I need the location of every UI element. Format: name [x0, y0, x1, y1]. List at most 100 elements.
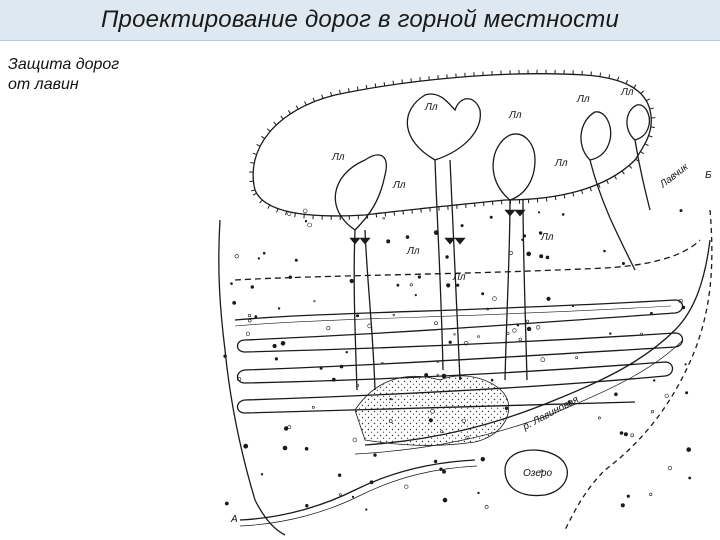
boulder-dot	[257, 257, 261, 260]
boulder-dot	[571, 304, 575, 308]
avalanche-lobe	[626, 104, 651, 141]
avalanche-lobe	[492, 133, 536, 201]
boulder-dot	[367, 323, 372, 329]
valley-boundary	[564, 209, 713, 531]
boulder-dot	[243, 443, 249, 449]
boulder-dot	[280, 340, 286, 346]
boulder-dot	[386, 239, 391, 244]
avalanche-gully	[353, 229, 358, 391]
boulder-dot	[434, 321, 438, 326]
boulder-dot	[351, 495, 355, 499]
ridge-tooth	[589, 187, 592, 192]
boulder-dot	[506, 331, 510, 335]
boulder-dot	[441, 373, 447, 379]
avalanche-lobe	[334, 154, 387, 231]
valley-boundary	[218, 219, 286, 536]
boulder-dot	[282, 445, 288, 451]
ridge-tooth	[365, 84, 368, 89]
boulder-dot	[522, 234, 527, 238]
boulder-dot	[430, 408, 435, 414]
boulder-dot	[274, 357, 278, 361]
ridge-tooth	[294, 212, 296, 218]
boulder-dot	[603, 249, 606, 253]
boulder-dot	[539, 254, 544, 259]
boulder-dot	[381, 361, 384, 365]
ridge-tooth	[250, 189, 256, 192]
ridge-tooth	[625, 79, 629, 84]
boulder-dot	[653, 379, 656, 382]
avalanche-label: Лл	[576, 94, 590, 105]
boulder-dot	[614, 392, 618, 397]
boulder-dot	[440, 430, 444, 434]
boulder-dot	[356, 384, 359, 387]
road-edge	[234, 305, 672, 327]
boulder-dot	[356, 314, 360, 318]
boulder-dot	[392, 313, 396, 317]
boulder-dot	[508, 251, 513, 256]
boulder-dot	[609, 332, 612, 335]
ridge-tooth	[374, 83, 377, 88]
boulder-dot	[536, 325, 541, 330]
boulder-dot	[667, 466, 673, 471]
lake	[504, 449, 568, 497]
boulder-dot	[484, 505, 489, 509]
boulder-dot	[620, 503, 625, 508]
boulder-dot	[382, 217, 385, 220]
boulder-dot	[260, 473, 264, 476]
boulder-dot	[288, 275, 293, 279]
avalanche-lobe	[406, 93, 481, 161]
lower-road	[239, 459, 476, 521]
boulder-dot	[650, 410, 655, 414]
boulder-dot	[345, 351, 348, 354]
ridge-tooth	[347, 88, 350, 93]
boulder-dot	[436, 360, 439, 364]
boulder-dot	[277, 307, 281, 310]
boulder-dot	[326, 326, 331, 331]
boulder-dot	[417, 275, 421, 279]
boulder-dot	[338, 493, 342, 497]
avalanche-lobe	[580, 111, 612, 161]
boulder-dot	[567, 400, 571, 404]
boulder-dot	[480, 457, 485, 462]
ridge-tooth	[267, 204, 271, 209]
boulder-dot	[369, 480, 374, 485]
ridge-tooth	[321, 94, 324, 99]
protection-line	[234, 239, 701, 281]
retaining-shield	[349, 209, 526, 245]
boulder-dot	[561, 213, 565, 216]
lower-road-edge	[239, 465, 478, 527]
boulder-dot	[516, 324, 520, 327]
boulder-dot	[365, 508, 368, 511]
subtitle-line-1: Защита дорог	[8, 56, 120, 73]
ridge-tooth	[597, 183, 601, 188]
ridge-tooth	[616, 76, 620, 81]
boulder-dot	[448, 340, 452, 344]
ridge-tooth	[554, 196, 557, 201]
boulder-dot	[304, 446, 309, 451]
ridge-tooth	[621, 170, 625, 175]
boulder-dot	[304, 220, 308, 223]
boulder-dot	[512, 328, 517, 333]
boulder-dot	[456, 283, 460, 287]
avalanche-gully	[449, 159, 461, 381]
ridge-tooth	[646, 98, 651, 102]
ridge-tooth	[339, 89, 341, 94]
boulder-dot	[294, 258, 298, 262]
boulder-dot	[623, 432, 628, 437]
avalanche-label: Лл	[424, 102, 438, 113]
boulder-dot	[313, 300, 316, 303]
boulder-dot	[490, 378, 494, 382]
avalanche-gully	[364, 229, 376, 391]
boulder-dot	[337, 473, 342, 477]
boulder-dot	[649, 492, 653, 497]
boulder-dot	[463, 341, 469, 346]
boulder-dot	[262, 251, 266, 255]
avalanche-label: Лл	[392, 180, 406, 191]
boulder-dot	[521, 238, 524, 242]
boulder-dot	[424, 373, 429, 378]
boulder-dot	[540, 469, 544, 473]
avalanche-gully	[522, 199, 528, 381]
avalanche-label: Лл	[452, 272, 466, 283]
boulder-dot	[234, 254, 239, 259]
boulder-dot	[433, 230, 439, 235]
